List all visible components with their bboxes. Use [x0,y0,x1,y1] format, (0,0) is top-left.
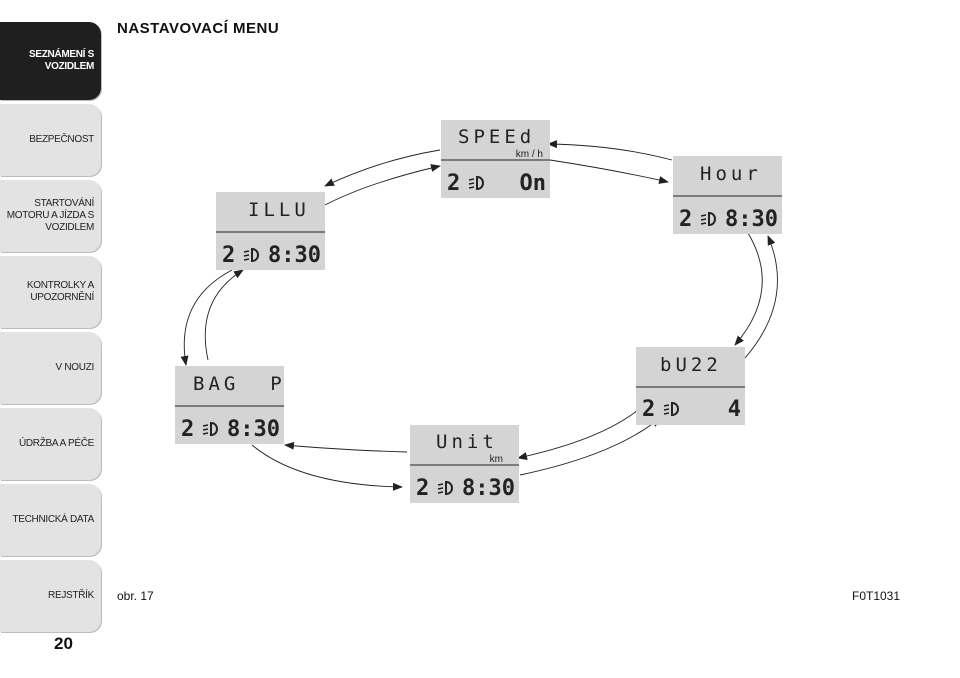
display-value-left: 2 [642,397,655,422]
menu-display-hour: Hour 2 8:30 [673,156,782,234]
tab-label: SEZNÁMENÍ S VOZIDLEM [28,49,94,72]
menu-cycle-arrows [180,140,778,491]
display-value-left: 2 [679,207,692,232]
tab-label: BEZPEČNOST [29,134,94,145]
menu-display-illu: ILLU 2 8:30 [216,192,325,270]
display-value-left: 2 [447,171,460,196]
display-value: 4 [728,397,741,422]
tab-udrzba[interactable]: ÚDRŽBA A PÉČE [0,408,101,480]
display-value: 8:30 [725,207,778,232]
tab-seznameni-s-vozidlem[interactable]: SEZNÁMENÍ S VOZIDLEM [0,22,101,100]
display-value-left: 2 [181,417,194,442]
display-title: bU22 [660,354,722,376]
display-value-left: 2 [222,243,235,268]
page-title: NASTAVOVACÍ MENU [117,20,280,37]
display-value-left: 2 [416,476,429,501]
page-number: 20 [54,634,73,653]
tab-bezpecnost[interactable]: BEZPEČNOST [0,104,101,176]
tab-label: REJSTŘÍK [48,590,94,601]
display-value: 8:30 [268,243,321,268]
display-title: ILLU [248,199,310,221]
tab-v-nouzi[interactable]: V NOUZI [0,332,101,404]
tab-rejstrik[interactable]: REJSTŘÍK [0,560,101,632]
menu-display-bag-p: BAG P 2 8:30 [175,366,286,444]
tab-technicka-data[interactable]: TECHNICKÁ DATA [0,484,101,556]
display-title: BAG P [193,373,286,395]
tab-label: KONTROLKY A UPOZORNĚNÍ [26,280,94,303]
chapter-sidebar: SEZNÁMENÍ S VOZIDLEM BEZPEČNOST STARTOVÁ… [0,22,101,636]
tab-label: STARTOVÁNÍ MOTORU A JÍZDA S VOZIDLEM [6,198,95,233]
figure-code: F0T1031 [852,589,901,603]
display-title: SPEEd [458,126,535,148]
display-value: 8:30 [227,417,280,442]
display-value: On [520,171,547,196]
menu-display-speed: SPEEd km / h 2 On [441,120,550,198]
display-unit: km [490,454,503,465]
figure-label: obr. 17 [117,589,154,603]
display-title: Unit [436,431,498,453]
tab-label: V NOUZI [55,362,95,373]
display-title: Hour [700,163,762,185]
menu-display-unit: Unit km 2 8:30 [410,425,519,503]
tab-kontrolky[interactable]: KONTROLKY A UPOZORNĚNÍ [0,256,101,328]
tab-startovani[interactable]: STARTOVÁNÍ MOTORU A JÍZDA S VOZIDLEM [0,180,101,252]
menu-display-buzz: bU22 2 4 [636,347,745,425]
tab-label: ÚDRŽBA A PÉČE [18,438,94,449]
display-unit: km / h [516,149,543,160]
display-value: 8:30 [462,476,515,501]
tab-label: TECHNICKÁ DATA [12,514,94,525]
